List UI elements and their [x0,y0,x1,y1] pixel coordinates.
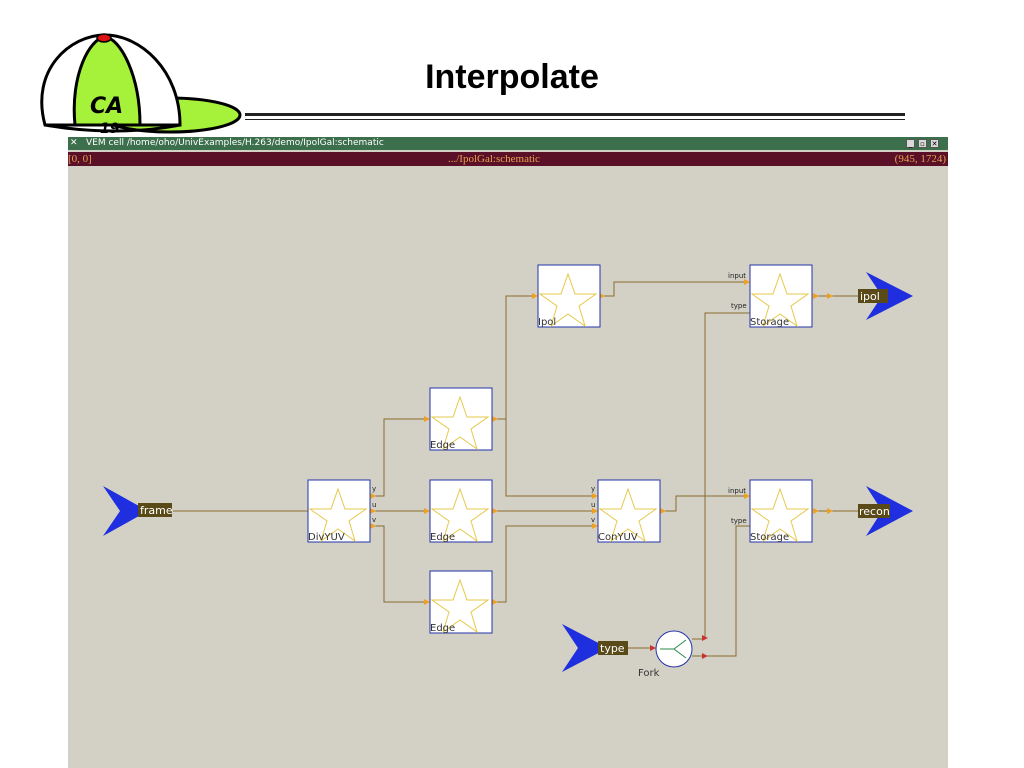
fork-icon [660,639,687,659]
block-label: DivYUV [308,532,345,543]
input-port-arrow-icon [103,486,148,536]
port-recon[interactable]: recon [858,486,913,536]
block-storage-2[interactable]: Storage input type [728,479,813,543]
block-label: Edge [430,440,455,451]
slide-title: Interpolate [425,58,599,96]
pin-label-input: input [728,487,746,495]
block-label: Edge [430,532,455,543]
block-label: Ipol [538,317,556,328]
port-type[interactable]: type [562,624,628,672]
window-title: VEM cell /home/oho/UnivExamples/H.263/de… [86,138,384,148]
pin-label-input: input [728,272,746,280]
close-button[interactable]: ✕ [930,139,939,148]
title-underline [245,113,905,116]
output-port-arrow-icon [866,272,913,320]
window-titlebar[interactable]: ✕ VEM cell /home/oho/UnivExamples/H.263/… [68,137,948,150]
block-label: ConYUV [598,532,638,543]
port-label-ipol: ipol [860,290,880,303]
fork-arrows [650,635,708,659]
block-ipol[interactable]: Ipol [537,264,601,328]
block-divyuv[interactable]: DivYUV y u v [307,479,376,543]
port-label-frame: frame [140,504,173,517]
wires [173,281,858,657]
pin-label-v: v [372,516,376,524]
port-ipol[interactable]: ipol [858,272,913,320]
title-underline-thin [245,119,905,120]
block-label: Storage [750,532,789,543]
pin-label-v: v [591,516,595,524]
block-edge-3[interactable]: Edge [429,570,493,634]
port-label-recon: recon [859,505,890,518]
port-frame[interactable]: frame [103,486,173,536]
block-label: Fork [638,668,660,679]
pin-label-type: type [731,302,747,310]
block-label: Storage [750,317,789,328]
status-coord-left: [0, 0] [68,153,92,165]
pin-label-y: y [372,485,376,493]
vem-window: ✕ VEM cell /home/oho/UnivExamples/H.263/… [68,137,948,768]
block-storage-1[interactable]: Storage input type [728,264,813,328]
block-conyuv[interactable]: ConYUV y u v [591,479,661,543]
pin-label-type: type [731,517,747,525]
pin-label-u: u [591,501,595,509]
block-label: Edge [430,623,455,634]
ca-cap-logo: CA 19 [40,33,242,137]
logo-subtext: 19 [100,121,120,137]
pin-label-y: y [591,485,595,493]
block-edge-1[interactable]: Edge [429,387,493,451]
x-window-icon: ✕ [70,138,78,148]
status-cell-name: .../IpolGal:schematic [448,153,540,165]
maximize-button[interactable]: ▫ [918,139,927,148]
block-fork[interactable]: Fork [638,630,693,679]
pin-label-u: u [372,501,376,509]
block-edge-2[interactable]: Edge [429,479,493,543]
logo-text: CA [90,94,123,119]
minimize-button[interactable]: _ [906,139,915,148]
schematic-canvas[interactable]: frame type ipol recon DivYUV y u v [68,166,948,768]
input-port-arrow-icon [562,624,608,672]
status-coord-right: (945, 1724) [894,153,946,165]
port-label-type: type [600,642,625,655]
status-bar: [0, 0] .../IpolGal:schematic (945, 1724) [68,152,948,166]
